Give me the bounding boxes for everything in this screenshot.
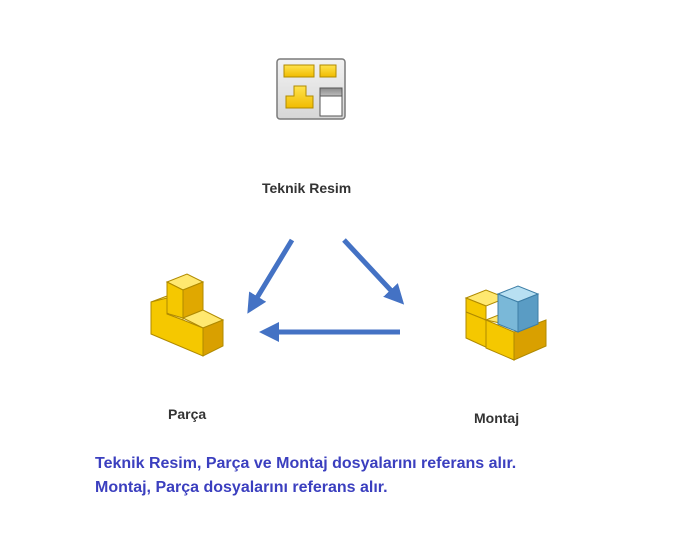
arrow-drawing-to-assembly <box>342 238 405 305</box>
assembly-label: Montaj <box>474 410 520 426</box>
drawing-label: Teknik Resim <box>262 180 352 196</box>
assembly-icon <box>462 276 548 362</box>
caption-line-2: Montaj, Parça dosyalarını referans alır. <box>95 479 388 496</box>
caption-line-1: Teknik Resim, Parça ve Montaj dosyaların… <box>95 455 517 472</box>
part-icon <box>145 270 227 358</box>
arrow-drawing-to-part <box>247 238 295 314</box>
part-label: Parça <box>168 406 207 422</box>
drawing-document-icon <box>276 58 346 120</box>
